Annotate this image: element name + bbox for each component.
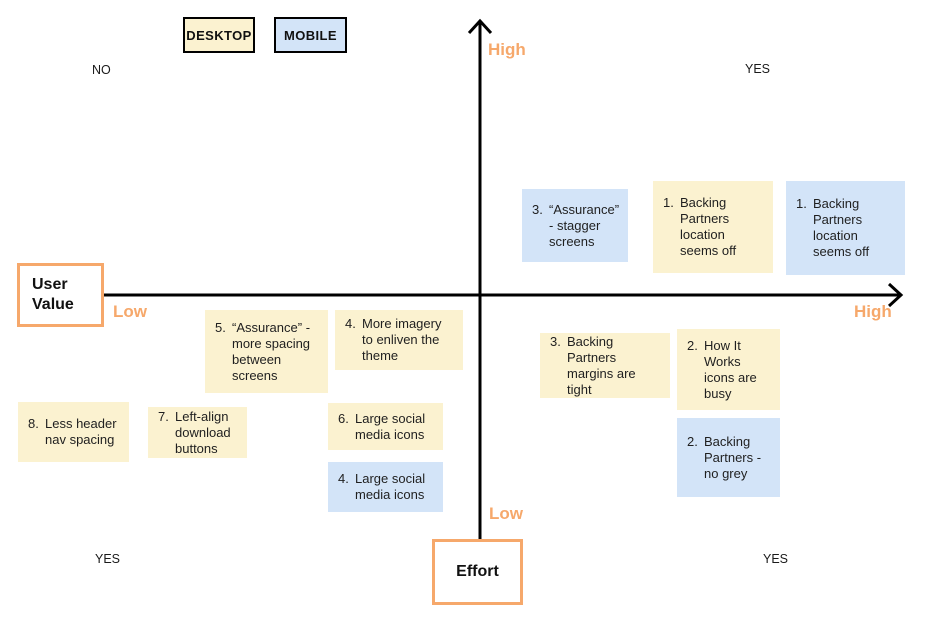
sticky-note-desktop[interactable]: 8. Less header nav spacing [18,402,129,462]
user-value-axis-name: User Value [32,276,74,313]
sticky-note-number: 8. [28,416,39,431]
sticky-note-number: 2. [687,433,698,449]
sticky-note-mobile[interactable]: 2. Backing Partners - no grey [677,418,780,497]
sticky-note-number: 3. [550,333,561,349]
corner-label-top-left: NO [92,63,111,77]
user-value-axis-box[interactable]: User Value [17,263,104,327]
sticky-note-body: 7. Left-align download buttons [158,409,237,457]
sticky-note-desktop[interactable]: 7. Left-align download buttons [148,407,247,458]
sticky-note-mobile[interactable]: 4. Large social media icons [328,462,443,512]
sticky-note-text: Backing Partners location seems off [813,196,870,259]
sticky-note-mobile[interactable]: 1. Backing Partners location seems off [786,181,905,275]
sticky-note-body: 5. “Assurance” - more spacing between scr… [215,320,318,384]
sticky-note-body: 4. More imagery to enliven the theme [345,316,453,364]
sticky-note-number: 6. [338,410,349,426]
legend-mobile-label: MOBILE [284,27,337,43]
effort-axis-box[interactable]: Effort [432,539,523,605]
horizontal-axis-right-label: High [854,302,892,321]
sticky-note-number: 2. [687,337,698,353]
sticky-note-text: Less header nav spacing [45,416,117,447]
sticky-note-desktop[interactable]: 5. “Assurance” - more spacing between scr… [205,310,328,393]
sticky-note-text: Large social media icons [355,471,426,502]
sticky-note-body: 4. Large social media icons [338,471,433,503]
legend-desktop-box[interactable]: DESKTOP [183,17,255,53]
legend-mobile-box[interactable]: MOBILE [274,17,347,53]
sticky-note-body: 2. Backing Partners - no grey [687,434,770,482]
corner-label-top-right: YES [745,62,771,76]
legend-desktop-label: DESKTOP [186,27,252,43]
sticky-note-text: “Assurance” - more spacing between scree… [232,319,311,383]
sticky-note-mobile[interactable]: 3. “Assurance” - stagger screens [522,189,628,262]
sticky-note-text: How It Works icons are busy [704,337,757,401]
sticky-note-desktop[interactable]: 6. Large social media icons [328,403,443,450]
sticky-note-number: 4. [338,471,349,486]
sticky-note-text: More imagery to enliven the theme [362,316,442,363]
sticky-note-body: 1. Backing Partners location seems off [796,196,895,260]
sticky-note-number: 3. [532,201,543,217]
sticky-note-text: Backing Partners location seems off [680,195,737,258]
horizontal-axis-left-label: Low [113,302,147,321]
sticky-note-text: Left-align download buttons [175,408,231,456]
sticky-note-desktop[interactable]: 2. How It Works icons are busy [677,329,780,410]
corner-label-bottom-right: YES [763,552,789,566]
sticky-note-text: Backing Partners - no grey [704,433,762,481]
sticky-note-text: “Assurance” - stagger screens [549,201,620,249]
corner-label-bottom-left: YES [95,552,121,566]
sticky-note-body: 3. Backing Partners margins are tight [550,334,660,398]
vertical-axis-bottom-label: Low [489,504,523,523]
sticky-note-number: 5. [215,319,226,335]
sticky-note-body: 8. Less header nav spacing [28,416,119,448]
sticky-note-body: 6. Large social media icons [338,411,433,443]
sticky-note-body: 1. Backing Partners location seems off [663,195,763,259]
sticky-note-number: 7. [158,408,169,424]
right-arrowhead-icon [887,282,904,308]
sticky-note-number: 1. [663,195,674,210]
sticky-note-text: Large social media icons [355,410,426,442]
sticky-note-number: 4. [345,316,356,331]
sticky-note-desktop[interactable]: 4. More imagery to enliven the theme [335,310,463,370]
effort-axis-name: Effort [456,563,499,580]
up-arrowhead-icon [467,18,493,35]
sticky-note-desktop[interactable]: 1. Backing Partners location seems off [653,181,773,273]
sticky-note-number: 1. [796,196,807,211]
sticky-note-text: Backing Partners margins are tight [567,333,636,397]
sticky-note-body: 3. “Assurance” - stagger screens [532,202,619,250]
sticky-note-body: 2. How It Works icons are busy [687,338,770,402]
sticky-note-desktop[interactable]: 3. Backing Partners margins are tight [540,333,670,398]
vertical-axis-top-label: High [488,40,526,59]
